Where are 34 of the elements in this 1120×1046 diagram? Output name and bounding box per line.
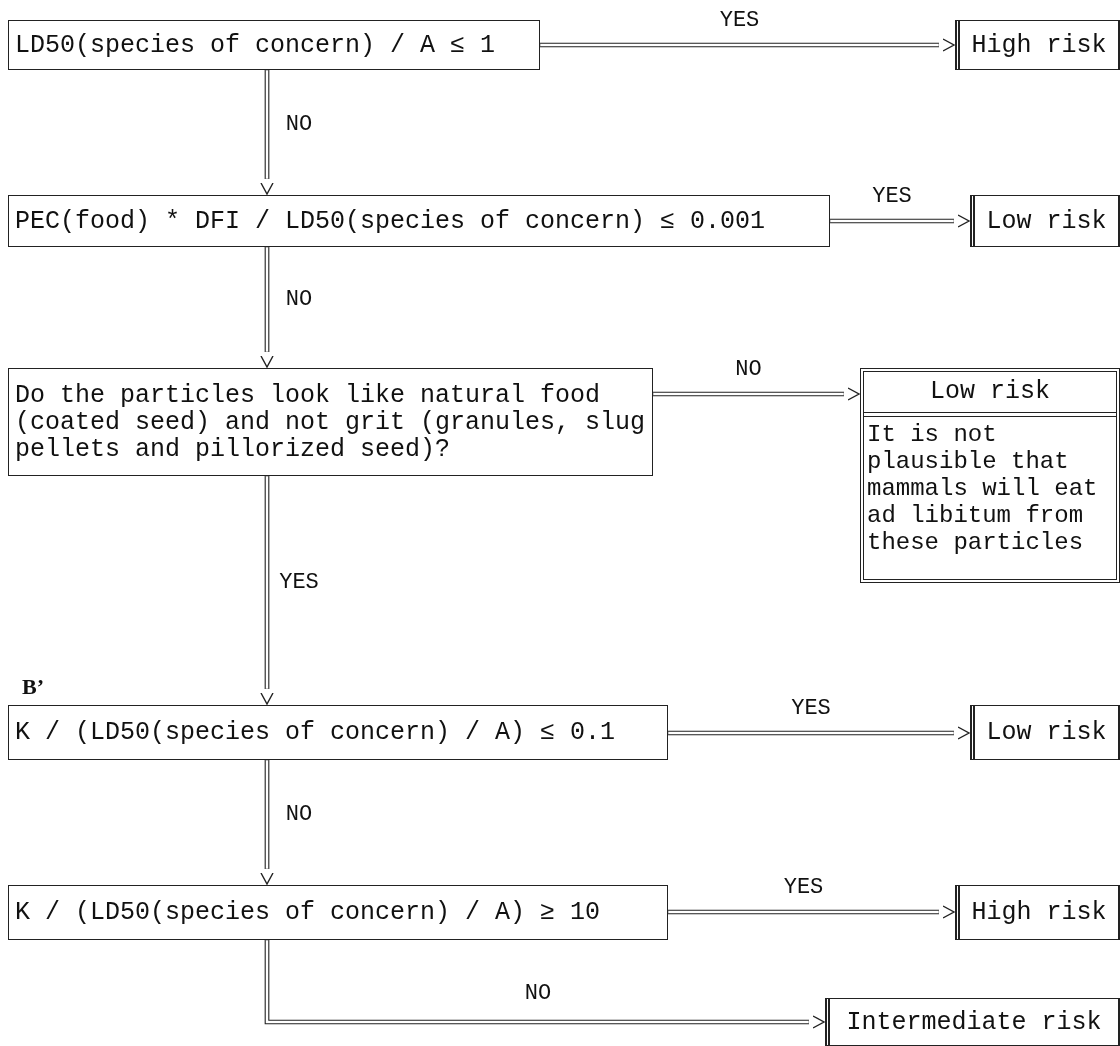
condition-text: LD50(species of concern) / A ≤ 1 [15, 31, 496, 59]
decision-box [8, 20, 540, 70]
arrow [260, 69, 274, 195]
result-box [955, 885, 1120, 940]
arrow [539, 38, 955, 52]
arrow [260, 759, 274, 885]
result-text: Intermediate risk [846, 1008, 1102, 1036]
result-box [970, 195, 1120, 247]
arrow [829, 214, 970, 228]
arrow [264, 939, 825, 1029]
result-box [955, 20, 1120, 70]
result-box [970, 705, 1120, 760]
decision-box [8, 885, 668, 940]
result-text: Low risk [986, 207, 1107, 235]
arrow [667, 905, 955, 919]
result-text: Low risk [986, 719, 1107, 746]
condition-text: Do the particles look like natural food (coated seed) and not grit (granules, slug pellets and pillorized seed)? [15, 381, 646, 463]
condition-text: K / (LD50(species of concern) / A) ≤ 0.1 [15, 719, 616, 746]
result-box [825, 998, 1120, 1046]
decision-box [8, 705, 668, 760]
result-note: It is not plausible that mammals will eat ad libitum from these particles [864, 416, 1116, 579]
decision-box [8, 368, 653, 476]
decision-box [8, 195, 830, 247]
arrow [652, 387, 860, 401]
condition-text: PEC(food) * DFI / LD50(species of concern) ≤ 0.001 [15, 207, 766, 235]
result-heading: Low risk [864, 372, 1116, 413]
result-text: High risk [971, 899, 1107, 926]
arrow [667, 726, 970, 740]
section-label: B’ [22, 674, 44, 700]
result-text: High risk [971, 31, 1107, 59]
arrow [260, 246, 274, 368]
result-box [860, 368, 1120, 583]
condition-text: K / (LD50(species of concern) / A) ≥ 10 [15, 899, 601, 926]
arrow [260, 475, 274, 705]
